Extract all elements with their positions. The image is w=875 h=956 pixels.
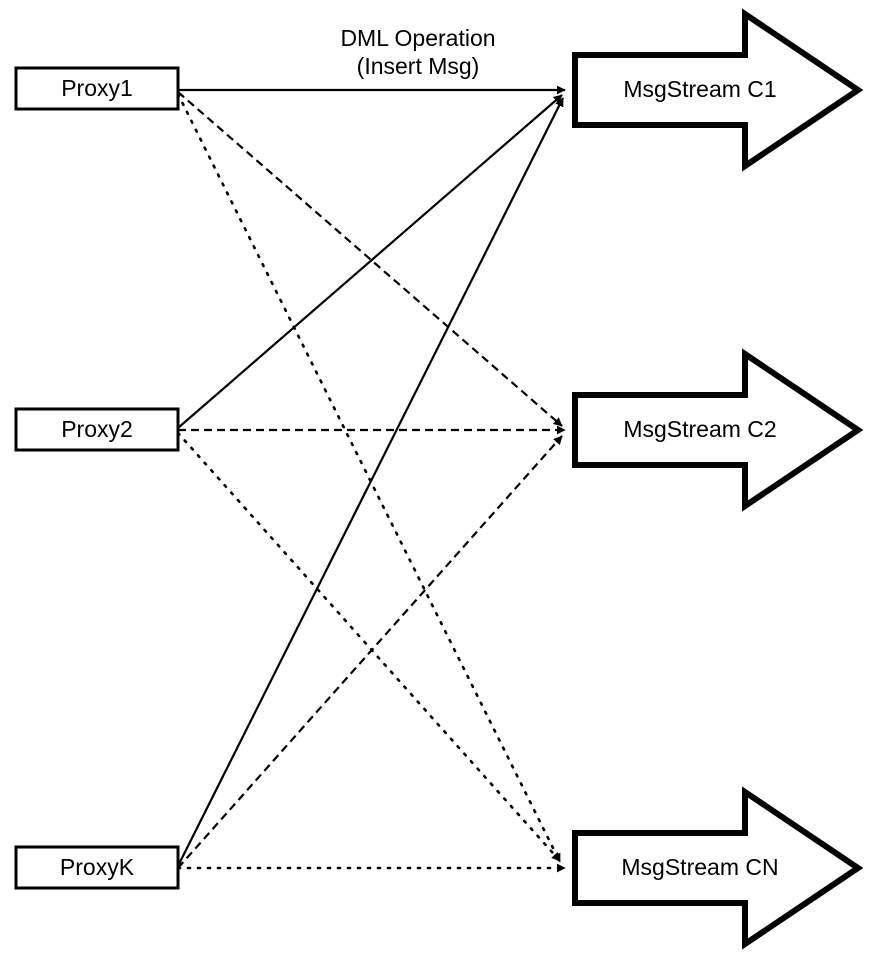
edge-proxyk-to-stream-c2 — [177, 435, 563, 869]
edge-group-proxyk — [176, 97, 567, 873]
dml-operation-line2: (Insert Msg) — [357, 53, 480, 79]
proxy-node-proxy2[interactable]: Proxy2 — [14, 407, 180, 452]
stream-cn-label: MsgStream CN — [621, 854, 778, 880]
dml-operation-line1: DML Operation — [340, 25, 495, 51]
edge-group-proxy2 — [176, 94, 566, 863]
edge-group-proxy1 — [176, 85, 566, 864]
edge-proxyk-to-stream-c1 — [177, 97, 564, 867]
stream-c2-label: MsgStream C2 — [623, 416, 776, 442]
proxyk-label: ProxyK — [60, 854, 135, 880]
proxy2-label: Proxy2 — [61, 416, 133, 442]
proxy1-label: Proxy1 — [61, 75, 133, 101]
stream-c1-arrow-shape[interactable] — [572, 8, 864, 172]
stream-c1-label: MsgStream C1 — [623, 76, 776, 102]
edge-proxy1-to-stream-c2 — [177, 91, 563, 427]
proxy-node-proxy1[interactable]: Proxy1 — [14, 66, 180, 111]
stream-c2-arrow-shape[interactable] — [572, 348, 864, 512]
edge-annotation-dml: DML Operation (Insert Msg) — [340, 25, 495, 79]
edge-proxy1-to-stream-cn — [176, 92, 562, 864]
proxy1-box[interactable] — [14, 66, 180, 111]
msgstream-node-cn[interactable]: MsgStream CN — [572, 786, 864, 950]
proxy-node-proxyk[interactable]: ProxyK — [14, 845, 180, 890]
stream-cn-arrow-shape[interactable] — [572, 786, 864, 950]
proxy2-box[interactable] — [14, 407, 180, 452]
msgstream-node-c2[interactable]: MsgStream C2 — [572, 348, 864, 512]
edge-proxy2-to-stream-cn — [176, 431, 562, 863]
proxyk-box[interactable] — [14, 845, 180, 890]
msgstream-node-c1[interactable]: MsgStream C1 — [572, 8, 864, 172]
edge-proxy2-to-stream-c1 — [177, 94, 563, 429]
